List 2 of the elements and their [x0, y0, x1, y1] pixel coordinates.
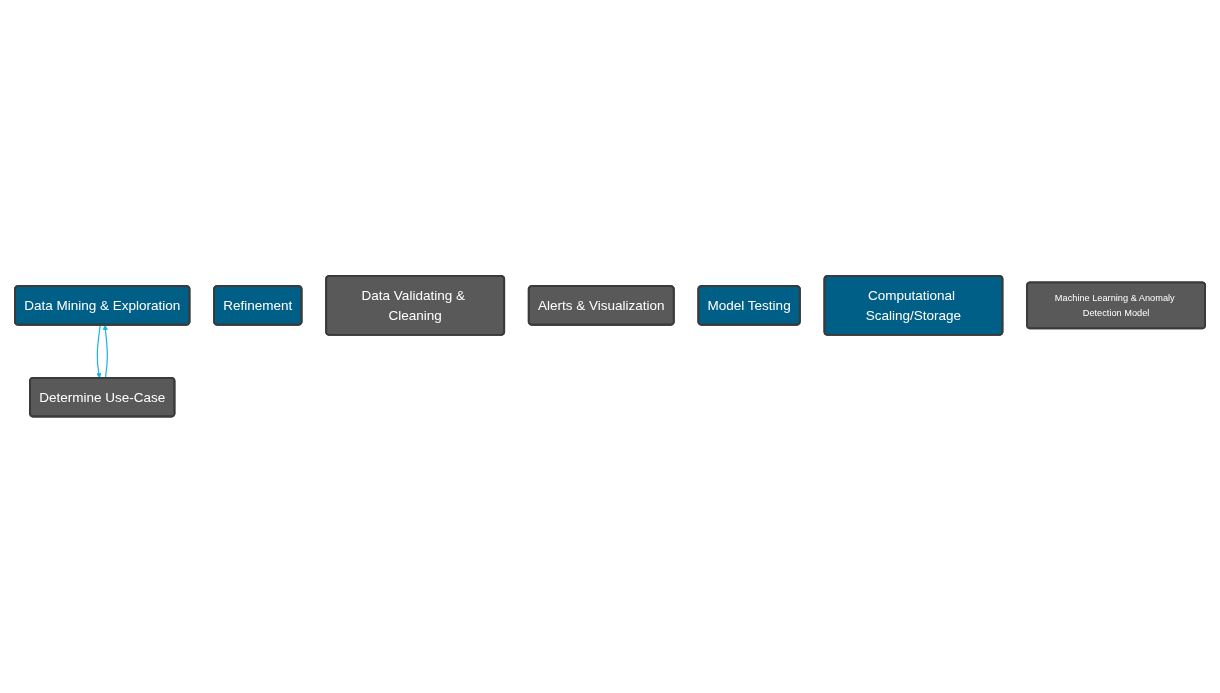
arrow: [96, 324, 102, 379]
arrow: [102, 325, 109, 380]
